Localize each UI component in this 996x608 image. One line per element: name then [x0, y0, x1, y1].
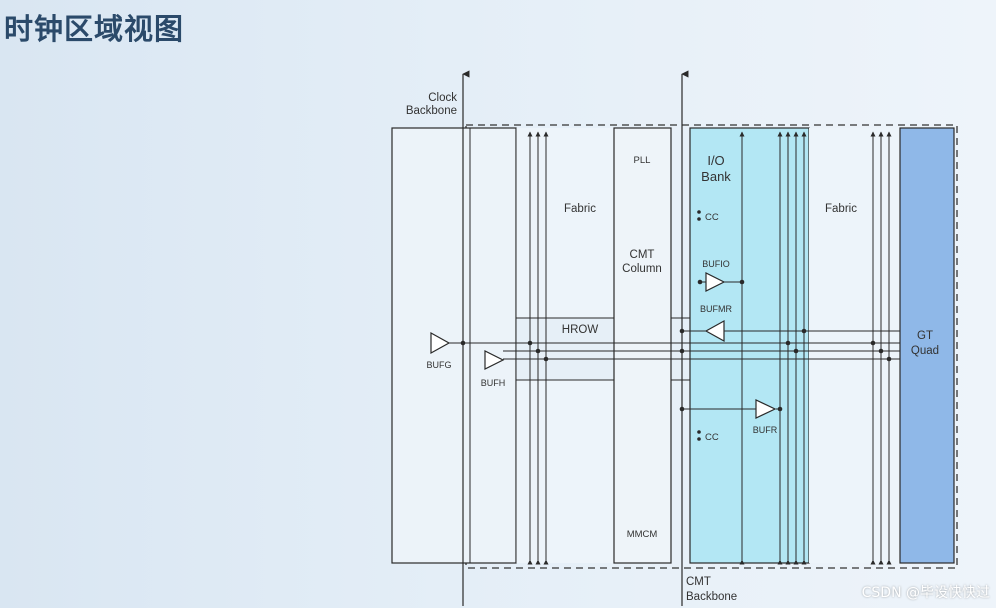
bufr-buffer-icon — [755, 399, 777, 419]
fabric-right-label: Fabric — [825, 203, 857, 215]
gt-quad — [899, 127, 955, 564]
clock-backbone-label-line2: Backbone — [406, 105, 457, 117]
bufio-label: BUFIO — [702, 259, 730, 269]
bufmr-buffer-icon — [704, 319, 725, 343]
watermark-text: CSDN @毕设快快过 — [861, 585, 990, 601]
junction-dots — [460, 279, 892, 412]
cmt-column-label-line1: CMT — [630, 249, 655, 261]
cc-bottom-dots-icon — [697, 430, 701, 441]
mmcm-label: MMCM — [627, 529, 658, 540]
page-title: 时钟区域视图 — [4, 12, 185, 46]
bufmr-label: BUFMR — [700, 304, 732, 314]
fabric-left-label: Fabric — [564, 203, 596, 215]
left-fabric-clock-lines — [527, 131, 549, 565]
right-fabric-clock-lines — [870, 131, 892, 565]
clock-backbone-label-line1: Clock — [428, 92, 457, 104]
io-bank-label-line2: Bank — [701, 169, 731, 184]
io-bank — [689, 127, 810, 564]
cc-top-dots-icon — [697, 210, 701, 221]
bufh-label: BUFH — [481, 378, 506, 388]
pll-label: PLL — [634, 155, 651, 166]
cmt-column — [613, 127, 672, 564]
fabric-region-right — [809, 128, 900, 563]
bufg-buffer-icon — [430, 331, 451, 355]
bufg-label: BUFG — [426, 360, 451, 370]
bufr-label: BUFR — [753, 425, 778, 435]
cc-bottom-label: CC — [705, 432, 719, 443]
cmt-backbone-label-line2: Backbone — [686, 591, 737, 603]
bufh-buffer-icon — [484, 350, 505, 370]
cmt-backbone-label-line1: CMT — [686, 576, 711, 588]
gt-quad-label-line1: GT — [917, 330, 933, 342]
bufio-buffer-icon — [705, 272, 726, 292]
gt-quad-label-line2: Quad — [911, 345, 939, 357]
cc-top-label: CC — [705, 212, 719, 223]
cmt-column-label-line2: Column — [622, 263, 662, 275]
hrow-label: HROW — [562, 324, 599, 336]
io-bank-clock-lines — [739, 131, 807, 565]
left-logic-column — [391, 127, 517, 564]
io-bank-label-line1: I/O — [707, 153, 724, 168]
